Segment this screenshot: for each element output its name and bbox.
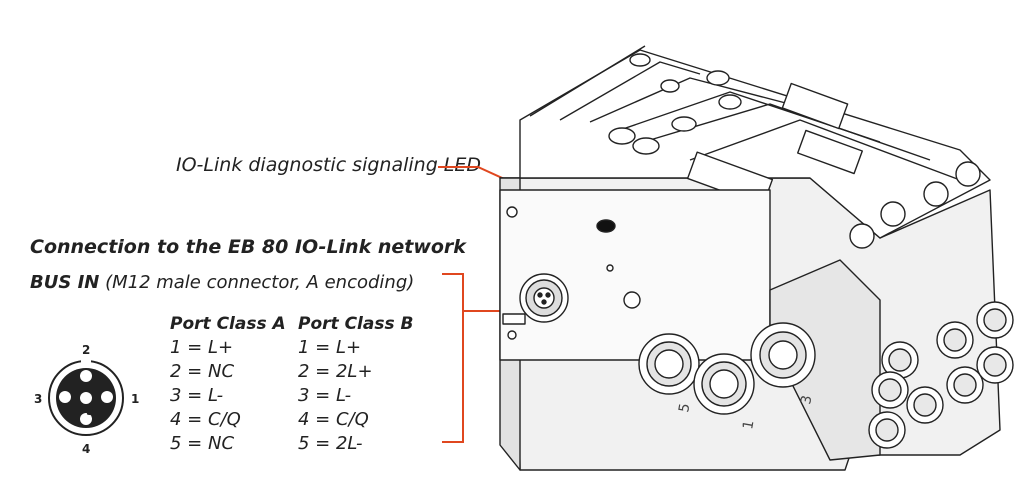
- port-class-b-pin-2: 2 = 2L+: [298, 361, 373, 382]
- port-class-b-pin-3: 3 = L-: [298, 385, 352, 406]
- port-number-3: 3: [798, 394, 815, 406]
- led-label: IO-Link diagnostic signaling LED: [176, 154, 482, 176]
- bus-in-bracket: [442, 273, 464, 443]
- bus-in-line: BUS IN (M12 male connector, A encoding): [30, 272, 414, 293]
- valve-manifold-illustration: [499, 45, 1014, 471]
- io-link-led-icon: [596, 219, 616, 233]
- bus-in-connector-icon: [519, 273, 569, 323]
- bus-in-name: BUS IN: [30, 272, 100, 293]
- port-class-a-pin-4: 4 = C/Q: [170, 409, 241, 430]
- pin-label-bottom: 4: [82, 442, 91, 456]
- pin-label-top: 2: [82, 343, 91, 357]
- pin-label-right: 1: [131, 392, 140, 406]
- port-class-a-column: Port Class A 1 = L+ 2 = NC 3 = L- 4 = C/…: [170, 312, 286, 456]
- port-class-b-pin-5: 5 = 2L-: [298, 433, 363, 454]
- pin-label-center: 5: [86, 404, 95, 418]
- connection-title: Connection to the EB 80 IO-Link network: [30, 236, 466, 258]
- pin-label-left: 3: [34, 392, 43, 406]
- port-number-1: 1: [740, 419, 757, 431]
- port-number-5: 5: [676, 402, 693, 414]
- port-class-b-column: Port Class B 1 = L+ 2 = 2L+ 3 = L- 4 = C…: [298, 312, 413, 456]
- port-class-a-pin-3: 3 = L-: [170, 385, 224, 406]
- port-class-b-header: Port Class B: [298, 314, 414, 334]
- m12-connector-face-icon: [48, 360, 124, 436]
- bus-in-description: (M12 male connector, A encoding): [105, 272, 415, 293]
- port-class-b-pin-4: 4 = C/Q: [298, 409, 369, 430]
- port-class-a-pin-2: 2 = NC: [170, 361, 235, 382]
- port-class-a-pin-5: 5 = NC: [170, 433, 235, 454]
- port-class-a-header: Port Class A: [170, 314, 286, 334]
- port-class-b-pin-1: 1 = L+: [298, 337, 362, 358]
- port-class-a-pin-1: 1 = L+: [170, 337, 234, 358]
